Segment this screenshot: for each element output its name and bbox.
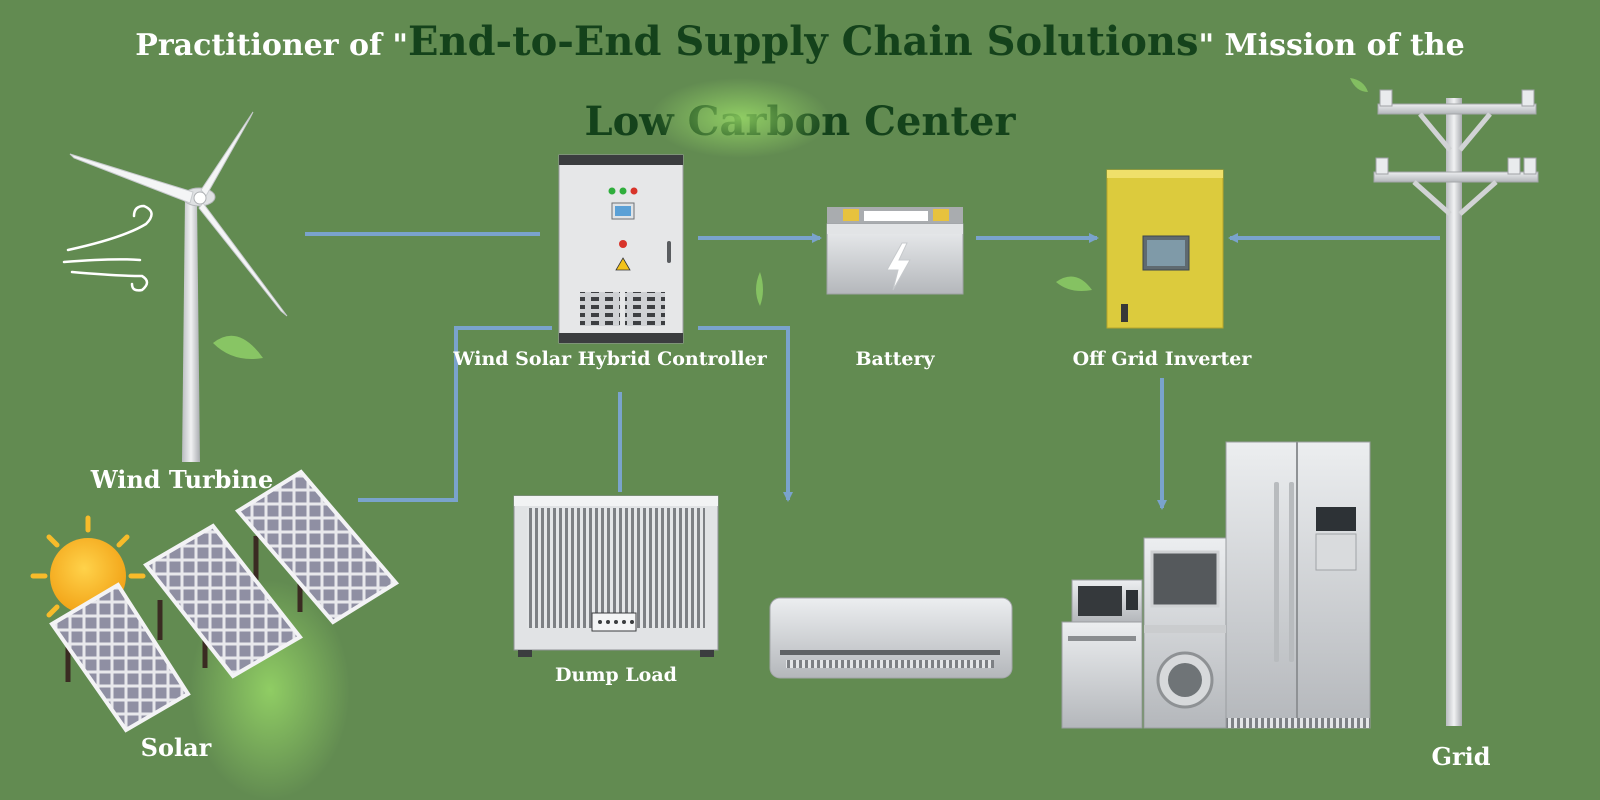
- label-battery: Battery: [855, 348, 935, 370]
- wind-gust-icon: [62, 204, 153, 292]
- hybrid-controller-icon: [558, 154, 684, 344]
- leaf-decoration: [1350, 78, 1368, 92]
- utility-pole-icon: [1373, 89, 1539, 726]
- home-appliances-icon: [1061, 441, 1371, 729]
- wind-turbine-icon: [62, 111, 288, 462]
- label-grid: Grid: [1431, 742, 1491, 771]
- battery-icon: [826, 207, 964, 295]
- connector-solar-to-controller: [358, 326, 552, 502]
- solar-panels-icon: [49, 469, 400, 733]
- connector-lines: [305, 232, 1440, 510]
- title-prefix: Practitioner of ": [135, 28, 408, 63]
- title-suffix: " Mission of the: [1198, 28, 1465, 63]
- light-glow: [650, 78, 830, 158]
- leaf-decoration: [1056, 276, 1092, 291]
- title-line-1: Practitioner of "End-to-End Supply Chain…: [0, 18, 1600, 65]
- label-solar: Solar: [140, 733, 212, 762]
- leaf-decoration: [213, 335, 263, 359]
- off-grid-inverter-icon: [1106, 169, 1224, 329]
- leaf-decoration: [756, 272, 763, 306]
- label-hybrid-controller: Wind Solar Hybrid Controller: [453, 348, 767, 370]
- label-dump-load: Dump Load: [555, 664, 677, 686]
- title-highlight: End-to-End Supply Chain Solutions: [408, 18, 1199, 65]
- dump-load-icon: [513, 495, 719, 657]
- connector-controller-to-ac: [698, 326, 793, 502]
- air-conditioner-icon: [769, 597, 1013, 679]
- label-off-grid-inverter: Off Grid Inverter: [1072, 348, 1252, 370]
- label-wind-turbine: Wind Turbine: [90, 465, 274, 494]
